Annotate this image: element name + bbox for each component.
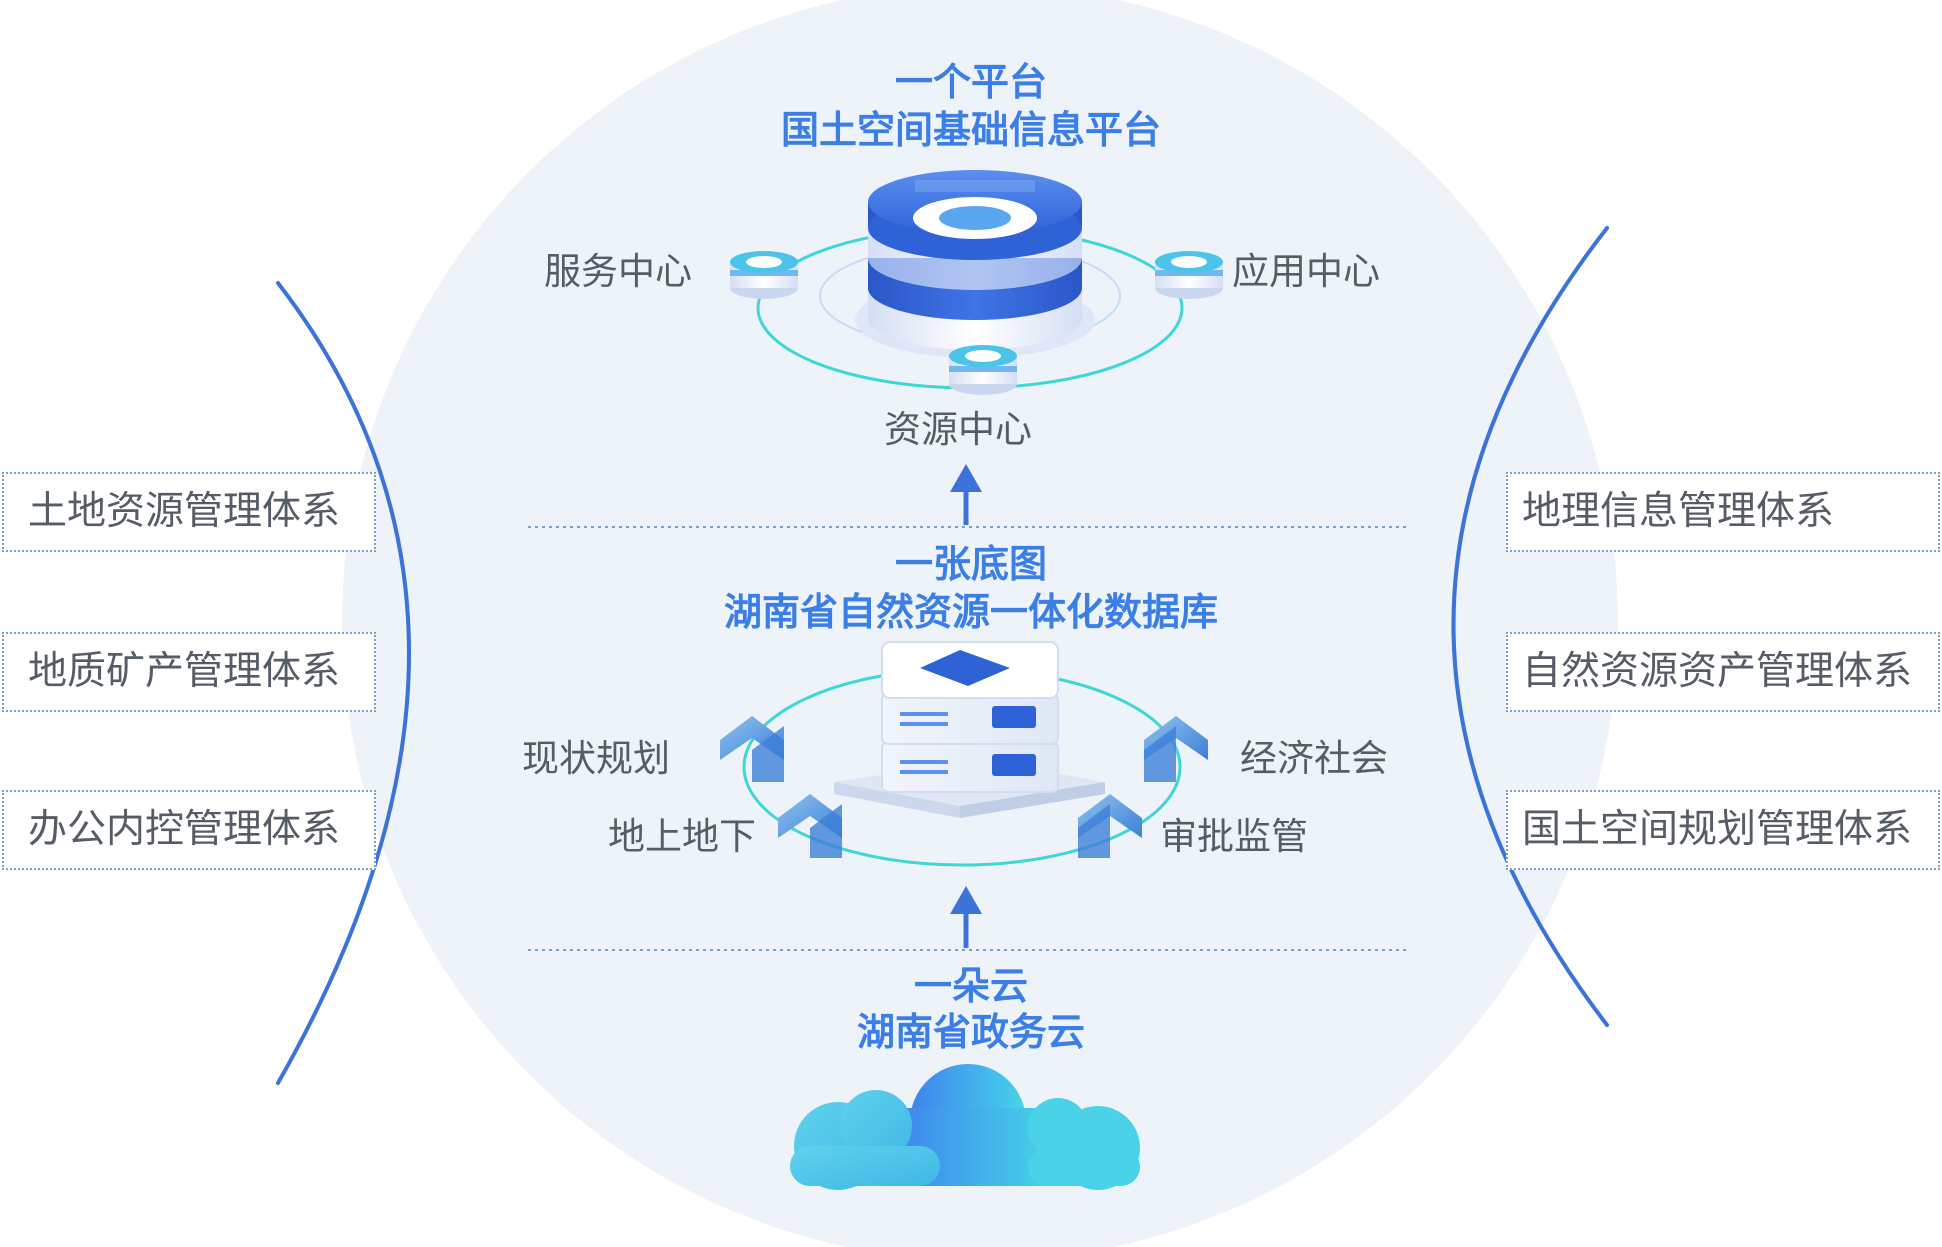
platform-title-line1: 一个平台 (894, 60, 1047, 104)
application-center-label: 应用中心 (1232, 250, 1380, 293)
left-arc (276, 281, 411, 1085)
service-center-icon (730, 251, 798, 299)
application-center-icon (1155, 251, 1223, 299)
current-planning-icon (720, 716, 784, 782)
right-system-box: 国土空间规划管理体系 (1506, 790, 1940, 870)
current-planning-label: 现状规划 (522, 737, 670, 780)
platform-database-icon (855, 170, 1095, 358)
left-system-box: 土地资源管理体系 (2, 472, 376, 552)
left-system-box: 地质矿产管理体系 (2, 632, 376, 712)
right-system-box: 自然资源资产管理体系 (1506, 632, 1940, 712)
server-stack-icon (834, 641, 1105, 818)
resource-center-label: 资源中心 (884, 408, 1032, 451)
economy-society-label: 经济社会 (1240, 737, 1388, 780)
above-below-ground-icon (778, 794, 842, 858)
arrow-up-icon-top (950, 464, 982, 525)
left-system-box: 办公内控管理体系 (2, 790, 376, 870)
cloud-icon (790, 1064, 1140, 1190)
resource-center-icon (949, 345, 1017, 395)
basemap-title-line2: 湖南省自然资源一体化数据库 (723, 590, 1218, 634)
cloud-title-line2: 湖南省政务云 (856, 1010, 1085, 1054)
approval-supervision-icon (1078, 794, 1142, 858)
background-circle (342, 0, 1618, 1247)
cloud-title-line1: 一朵云 (913, 964, 1028, 1008)
service-center-label: 服务中心 (544, 250, 692, 293)
right-system-box: 地理信息管理体系 (1506, 472, 1940, 552)
above-below-ground-label: 地上地下 (608, 815, 756, 858)
arrow-up-icon-bottom (950, 886, 982, 948)
right-arc (1451, 226, 1609, 1027)
economy-society-icon (1144, 716, 1208, 782)
basemap-title-line1: 一张底图 (894, 542, 1047, 586)
approval-supervision-label: 审批监管 (1160, 815, 1308, 858)
platform-title-line2: 国土空间基础信息平台 (780, 108, 1161, 152)
